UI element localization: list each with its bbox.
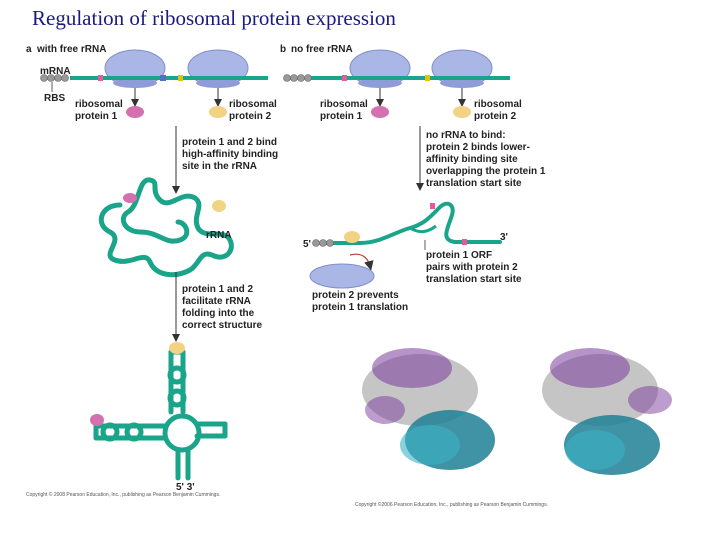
- cap-beads-b: [283, 74, 312, 82]
- step1-b-line5: translation start site: [426, 178, 522, 189]
- rbs-marker-b1: [342, 75, 347, 81]
- orf-line1: protein 1 ORF: [426, 250, 492, 261]
- panel-b-heading: no free rRNA: [291, 44, 353, 55]
- ribosome-a1: [104, 49, 166, 88]
- rp2-b-line2: protein 2: [474, 111, 517, 122]
- rbs-marker-3: [160, 75, 166, 81]
- protein1-a: [126, 106, 144, 118]
- orf-line2: pairs with protein 2: [426, 262, 518, 273]
- orf-line3: translation start site: [426, 274, 522, 285]
- panel-a-letter: a: [26, 44, 32, 55]
- ribosome-structure-image-left: [362, 348, 495, 470]
- step2-a-line1: protein 1 and 2: [182, 284, 254, 295]
- slide-title: Regulation of ribosomal protein expressi…: [32, 6, 396, 30]
- protein1-bound-a: [123, 193, 137, 203]
- rbs-marker-2: [178, 75, 183, 81]
- rp1-b-line2: protein 1: [320, 111, 363, 122]
- protein1-folded: [90, 414, 104, 426]
- rp2-a-line2: protein 2: [229, 111, 272, 122]
- step1-a-line1: protein 1 and 2 bind: [182, 137, 277, 148]
- copyright-left: Copyright © 2008 Pearson Education, Inc.…: [26, 491, 220, 498]
- ribosome-b1: [349, 49, 411, 88]
- hairpin-marker: [430, 203, 435, 209]
- cap-beads-a: [40, 74, 69, 82]
- ribosome-structure-image-right: [542, 348, 672, 475]
- rp1-a-line1: ribosomal: [75, 99, 123, 110]
- rp2-a-line1: ribosomal: [229, 99, 277, 110]
- step1-b-line4: overlapping the protein 1: [426, 166, 546, 177]
- mrna-label: mRNA: [40, 66, 71, 77]
- step1-b-line3: affinity binding site: [426, 154, 518, 165]
- protein1-b: [371, 106, 389, 118]
- mrna-hairpin-pair: [409, 224, 437, 234]
- mrna-hairpin: [323, 201, 502, 245]
- step2-a-line3: folding into the: [182, 308, 255, 319]
- rrna-unfolded: [98, 177, 234, 278]
- ribosome-blocked: [309, 263, 375, 289]
- rp1-b-line1: ribosomal: [320, 99, 368, 110]
- step1-a-line2: high-affinity binding: [182, 149, 278, 160]
- protein2-a: [209, 106, 227, 118]
- orf-marker: [462, 239, 467, 245]
- panel-a-heading: with free rRNA: [36, 44, 106, 55]
- ribosome-a2: [187, 49, 249, 88]
- step2-a-line4: correct structure: [182, 320, 262, 331]
- protein2-folded: [169, 342, 185, 354]
- rrna-folded-structure: [93, 349, 228, 481]
- three-prime-label: 3': [500, 232, 508, 243]
- five-prime-label: 5': [303, 239, 311, 250]
- protein2-bound-a: [212, 200, 226, 212]
- rbs-marker-b2: [425, 75, 430, 81]
- step1-b-line1: no rRNA to bind:: [426, 130, 506, 141]
- rbs-label: RBS: [44, 93, 65, 104]
- cap-beads-b2: [312, 239, 334, 247]
- panel-b-letter: b: [280, 44, 286, 55]
- copyright-right: Copyright ©2006 Pearson Education, Inc.,…: [355, 501, 548, 508]
- rp2-b-line1: ribosomal: [474, 99, 522, 110]
- protein2-blocking: [344, 231, 360, 243]
- step1-a-line3: site in the rRNA: [182, 161, 257, 172]
- blocked-arrow: [349, 253, 374, 271]
- protein2-b: [453, 106, 471, 118]
- step1-b-line2: protein 2 binds lower-: [426, 142, 530, 153]
- rbs-marker-1: [98, 75, 103, 81]
- rrna-label: rRNA: [206, 230, 232, 241]
- ribosome-b2: [431, 49, 493, 88]
- prevent-line2: protein 1 translation: [312, 302, 408, 313]
- rp1-a-line2: protein 1: [75, 111, 118, 122]
- step2-a-line2: facilitate rRNA: [182, 296, 251, 307]
- ends-label: 5' 3': [176, 482, 195, 493]
- prevent-line1: protein 2 prevents: [312, 290, 399, 301]
